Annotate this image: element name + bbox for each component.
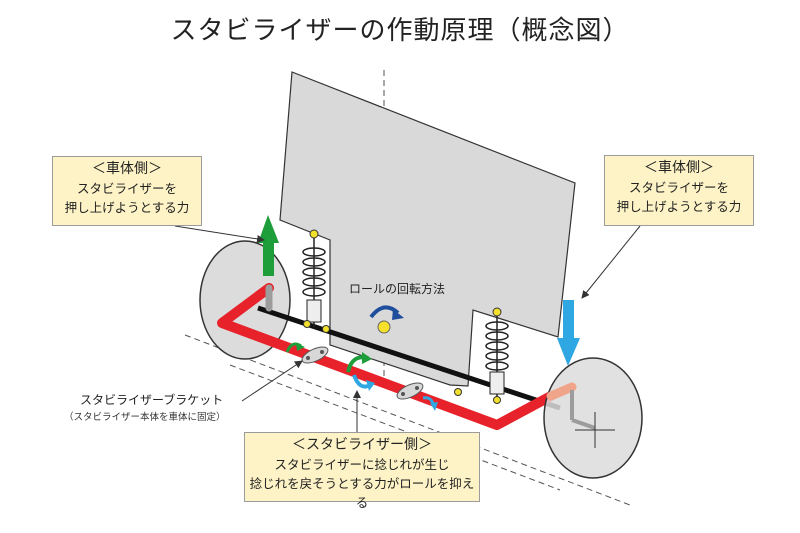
diagram-title: スタビライザーの作動原理（概念図）: [170, 16, 630, 46]
bracket-sublabel: （スタビライザー本体を車体に固定）: [64, 412, 226, 423]
right-callout-heading: ＜車体側＞: [644, 160, 714, 176]
bottom-callout-line1: スタビライザーに捻じれが生じ: [274, 457, 450, 472]
right-callout-line1: スタビライザーを: [628, 180, 729, 195]
right-callout: ＜車体側＞ スタビライザーを 押し上げようとする力: [604, 155, 754, 226]
left-callout-line1: スタビライザーを: [76, 181, 177, 196]
right-wheel-hub: [575, 412, 615, 448]
leader-bracket-label: [241, 360, 303, 402]
roll-arrow: [369, 305, 400, 319]
stabilizer-bracket-right: [396, 382, 424, 400]
bottom-callout-heading: ＜スタビライザー側＞: [292, 437, 432, 453]
roll-arrow-head: [392, 309, 404, 320]
bottom-callout: ＜スタビライザー側＞ スタビライザーに捻じれが生じ 捻じれを戻そうとする力がロー…: [244, 432, 480, 510]
left-spring: [302, 229, 330, 333]
right-callout-line2: 押し上げようとする力: [616, 199, 742, 214]
left-callout-heading: ＜車体側＞: [92, 161, 162, 177]
left-callout: ＜車体側＞ スタビライザーを 押し上げようとする力: [52, 156, 202, 226]
roll-center-dot: [377, 320, 391, 334]
right-spring: [454, 307, 509, 404]
leader-left-callout: [174, 225, 265, 243]
stabilizer-bracket-left: [301, 346, 329, 364]
ground-guide-line-lower: [229, 364, 561, 491]
right-knuckle-arm: [571, 418, 596, 430]
left-callout-line2: 押し上げようとする力: [64, 200, 190, 215]
stabilizer-bar: [217, 283, 556, 430]
car-body: [279, 71, 576, 387]
roll-direction-label: ロールの回転方法: [349, 282, 446, 296]
bracket-label: スタビライザーブラケット: [80, 393, 224, 407]
blue-down-arrow: [557, 300, 580, 366]
right-wheel: [543, 357, 643, 479]
leader-right-callout: [581, 225, 641, 299]
right-stabilizer-link: [546, 382, 577, 401]
bottom-callout-line2: 捻じれを戻そうとする力がロールを抑える: [249, 476, 475, 510]
